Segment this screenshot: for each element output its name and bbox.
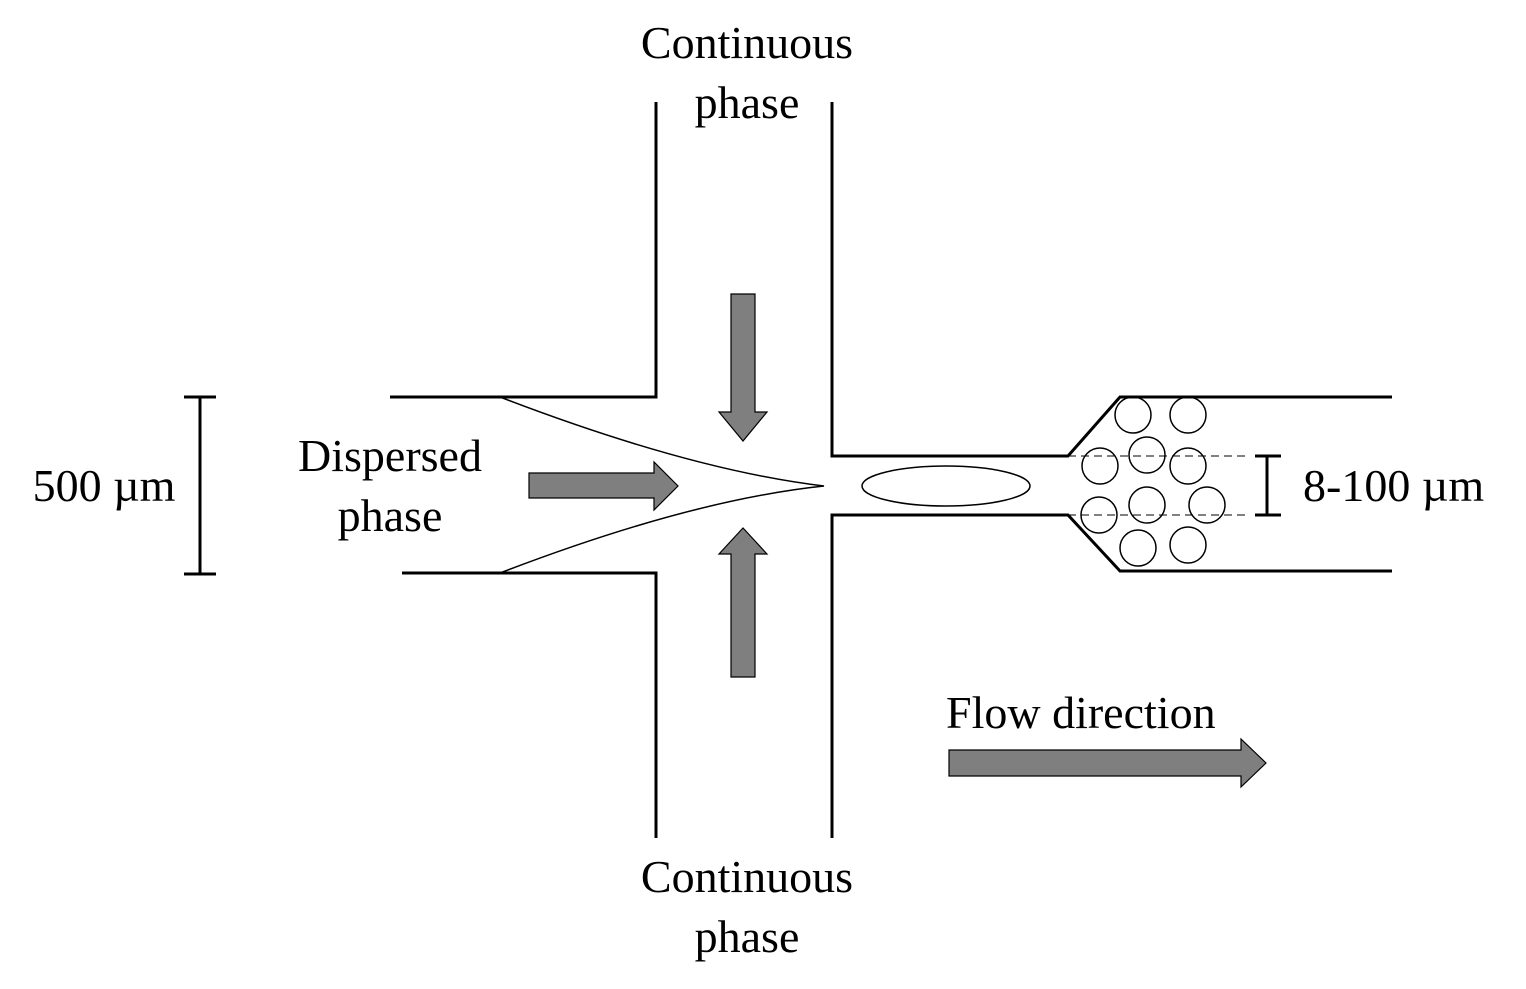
elongated-droplet bbox=[861, 465, 1031, 507]
continuous-flow-arrow-down bbox=[717, 293, 769, 442]
droplet bbox=[1114, 396, 1152, 434]
flow-direction-label: Flow direction bbox=[946, 687, 1216, 738]
droplet-size-dimension bbox=[1255, 454, 1281, 517]
orifice-top-wall bbox=[830, 102, 1392, 458]
dispersed-phase-cone bbox=[499, 396, 825, 574]
droplet bbox=[1128, 486, 1166, 524]
continuous-phase-bottom-label-line2: phase bbox=[695, 911, 800, 962]
channel-width-dimension bbox=[184, 395, 216, 576]
inlet-bottom-wall bbox=[402, 571, 658, 838]
droplet bbox=[1128, 436, 1166, 474]
continuous-flow-arrow-up bbox=[717, 527, 769, 678]
dispersed-phase-label-line2: phase bbox=[338, 490, 443, 541]
dispersed-flow-arrow bbox=[528, 460, 679, 512]
droplet bbox=[1169, 526, 1207, 564]
flow-direction-arrow bbox=[948, 737, 1267, 789]
channel-walls bbox=[390, 102, 1392, 838]
droplet bbox=[1081, 447, 1119, 485]
droplet bbox=[1169, 396, 1207, 434]
droplet-size-label: 8-100 µm bbox=[1303, 460, 1484, 511]
continuous-phase-bottom-label-line1: Continuous bbox=[641, 851, 853, 902]
droplets bbox=[1080, 396, 1226, 567]
orifice-bottom-wall bbox=[830, 513, 1392, 838]
inlet-top-wall bbox=[390, 102, 658, 399]
droplet bbox=[1188, 486, 1226, 524]
droplet bbox=[1119, 529, 1157, 567]
droplet bbox=[1169, 447, 1207, 485]
continuous-phase-top-label-line2: phase bbox=[695, 77, 800, 128]
continuous-phase-top-label-line1: Continuous bbox=[641, 17, 853, 68]
channel-width-label: 500 µm bbox=[33, 460, 176, 511]
dispersed-phase-label-line1: Dispersed bbox=[298, 430, 482, 481]
